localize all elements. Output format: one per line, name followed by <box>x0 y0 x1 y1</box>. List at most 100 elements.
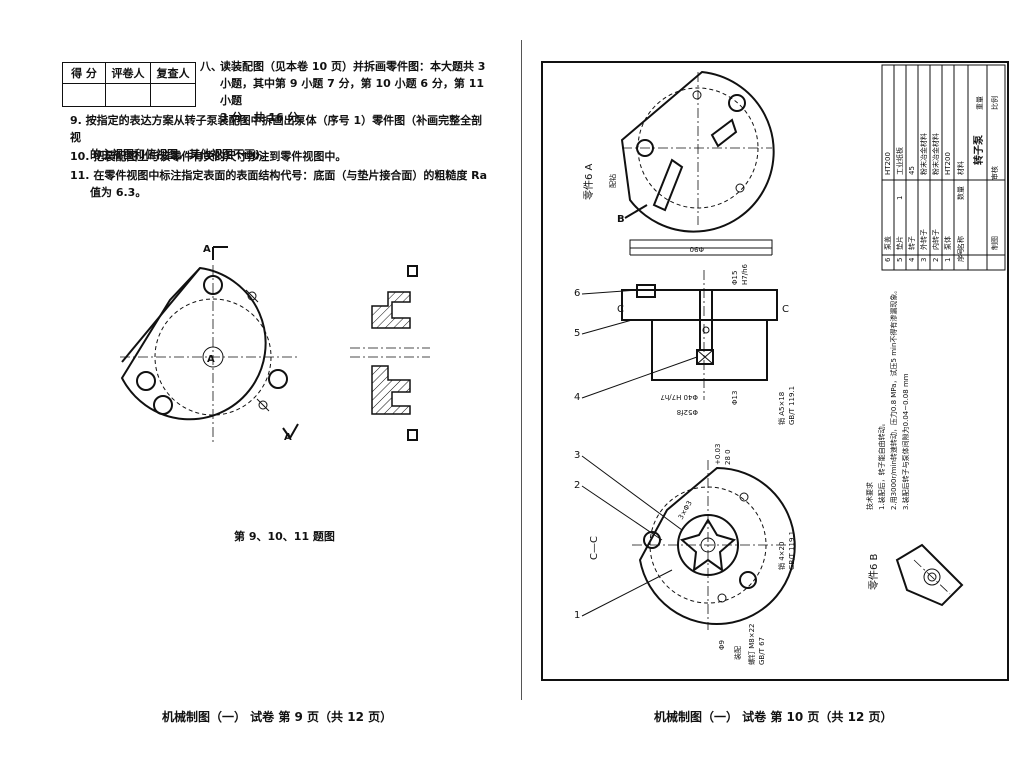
hole-left <box>136 371 156 391</box>
section-label-top: A <box>203 244 211 255</box>
leader-5: 5 <box>574 328 580 339</box>
section-8-instructions: 八、 读装配图（见本卷 10 页）并拆画零件图：本大题共 3 小题，其中第 9 … <box>200 58 490 126</box>
section-c-left: C <box>617 304 624 315</box>
question-10-line1: 10. 把装配图上与该零件有关的尺寸抄注到零件视图中。 <box>70 150 347 163</box>
page-divider <box>521 40 522 700</box>
section-cc-view: C—C +0.03 28 0 3×Φ3 销 4×20 GB/T 119.1 螺钉… <box>589 444 796 665</box>
hole-top <box>203 275 223 295</box>
callout-bolt-std: GB/T 67 <box>758 637 766 665</box>
leader-1: 1 <box>574 610 580 621</box>
dim-d15: Φ15 <box>731 271 739 285</box>
callout-pin1: 销 A5×18 <box>777 392 786 425</box>
question-9-line1: 9. 按指定的表达方案从转子泵装配图中拆画出泵体（序号 1）零件图（补画完整全剖… <box>70 114 483 144</box>
parts-row-6-no: 6 <box>884 257 892 262</box>
parts-header-mat: 材料 <box>956 161 965 175</box>
parts-row-1-no: 1 <box>944 258 952 262</box>
right-page: 6 5 4 3 2 1 序号 泵盖 垫片 转子 外转子 内转子 泵体 名称 HT… <box>522 0 1024 780</box>
leader-2: 2 <box>574 480 580 491</box>
section-upper <box>371 291 411 329</box>
parts-row-2-name: 内转子 <box>931 229 940 250</box>
dim-d15-fit: H7/h6 <box>741 263 749 285</box>
section-cc-label: C—C <box>589 536 600 560</box>
assembly-drawing: 6 5 4 3 2 1 序号 泵盖 垫片 转子 外转子 内转子 泵体 名称 HT… <box>541 61 1009 681</box>
parts-row-6-qty: 1 <box>896 196 904 200</box>
section-c-right: C <box>782 304 789 315</box>
title-block-weight: 重量 <box>976 96 984 110</box>
drawing-frame <box>541 61 1009 681</box>
parts-row-2-mat: 粉末冶金材料 <box>931 133 940 175</box>
parts-list: 6 5 4 3 2 1 序号 泵盖 垫片 转子 外转子 内转子 泵体 名称 HT… <box>881 64 1006 271</box>
figure-caption: 第 9、10、11 题图 <box>234 530 335 543</box>
section-8-number: 八、 <box>200 60 222 73</box>
score-table: 得 分 评卷人 复查人 <box>62 62 196 107</box>
top-view-label: 零件6 A <box>583 163 595 200</box>
main-section-view: Φ90 Φ15 H7/h6 Φ40 H7/h7 Φ52f8 Φ13 销 A5×1… <box>617 239 796 425</box>
question-11-line2: 值为 6.3。 <box>90 186 147 199</box>
parts-row-2-no: 2 <box>932 258 940 262</box>
callout-bolt: 螺钉 M8×22 <box>747 624 756 666</box>
view-b-label: 零件6 B <box>868 553 880 590</box>
tech-req-line3: 3.装配后转子与泵体间隙为0.04~0.08 mm <box>901 373 910 510</box>
dim-d40: Φ40 H7/h7 <box>660 393 698 401</box>
parts-row-6-name: 泵盖 <box>883 236 892 250</box>
leader-3: 3 <box>574 450 580 461</box>
title-block-checked: 审核 <box>990 166 999 180</box>
parts-row-1-name: 泵体 <box>943 236 952 250</box>
center-label: A <box>207 354 215 365</box>
pump-body-figure: A A A <box>120 244 430 445</box>
dim-d13: Φ13 <box>731 391 739 405</box>
parts-row-4-no: 4 <box>908 257 916 262</box>
parts-row-6-mat: HT200 <box>884 152 892 175</box>
dim-d52: Φ52f8 <box>677 408 698 416</box>
view-b: 零件6 B <box>868 543 964 607</box>
hole-right <box>268 369 288 389</box>
hole-lower-left <box>153 395 173 415</box>
parts-row-5-name: 垫片 <box>895 236 904 250</box>
section-lower <box>371 365 411 415</box>
dim-3xd3: 3×Φ3 <box>677 499 694 521</box>
technical-requirements: 技术要求 1.装配后，转子能自由转动。 2.用3000r/min转速转动，压力0… <box>865 287 910 510</box>
parts-row-5-mat: 工业纸板 <box>895 147 904 175</box>
score-cell-grader[interactable] <box>105 83 151 107</box>
question-9-line2: 的主视图和俯视图，其他视图不画)。 <box>90 148 272 161</box>
callout-pin2-std: GB/T 119.1 <box>788 531 796 570</box>
pump-body-outline <box>120 266 267 421</box>
top-view: 零件6 A B 配钻 <box>583 70 775 233</box>
parts-header-name: 名称 <box>956 236 965 250</box>
section-8-line3: 3 分，共 16 分。 <box>220 111 310 124</box>
parts-row-1-mat: HT200 <box>944 152 952 175</box>
tech-req-title: 技术要求 <box>865 482 874 510</box>
question-9: 9. 按指定的表达方案从转子泵装配图中拆画出泵体（序号 1）零件图（补画完整全剖… <box>70 112 490 163</box>
parts-row-3-name: 外转子 <box>919 229 928 250</box>
dim-tol-nom: 28 0 <box>724 449 732 465</box>
parts-header-no: 序号 <box>956 248 965 262</box>
title-block-scale: 比例 <box>990 96 999 110</box>
parts-header-qty: 数量 <box>956 186 965 200</box>
title-block-name: 转子泵 <box>972 134 985 165</box>
parts-row-4-name: 转子 <box>907 236 916 250</box>
parts-row-5-no: 5 <box>896 258 904 262</box>
left-footer: 机械制图（一） 试卷 第 9 页（共 12 页） <box>162 710 393 724</box>
tech-req-line2: 2.用3000r/min转速转动，压力0.8 MPa，试压5 min不得有渗漏现… <box>889 287 898 510</box>
parts-row-3-mat: 粉末冶金材料 <box>919 133 928 175</box>
dim-d90: Φ90 <box>690 245 704 253</box>
section-8-line2: 小题，其中第 9 小题 7 分，第 10 小题 6 分，第 11 小题 <box>220 77 485 107</box>
leader-4: 4 <box>574 392 580 403</box>
parts-row-4-mat: 45 <box>908 166 916 175</box>
dim-tol-plus: +0.03 <box>714 444 722 465</box>
parts-row-3-no: 3 <box>920 258 928 262</box>
callout-pin1-std: GB/T 119.1 <box>788 386 796 425</box>
tech-req-line1: 1.装配后，转子能自由转动。 <box>877 419 886 510</box>
callout-pin2: 销 4×20 <box>777 542 786 570</box>
question-11: 11. 在零件视图中标注指定表面的表面结构代号：底面（与垫片接合面）的粗糙度 R… <box>70 167 490 201</box>
drill-note: 配钻 <box>608 174 617 188</box>
right-footer: 机械制图（一） 试卷 第 10 页（共 12 页） <box>654 710 893 724</box>
left-page: 得 分 评卷人 复查人 八、 读装配图（见本卷 10 页）并拆画零件图：本大题共… <box>62 58 490 724</box>
score-cell-score[interactable] <box>62 83 106 107</box>
title-block-drawn: 制图 <box>990 236 999 250</box>
question-10: 10. 把装配图上与该零件有关的尺寸抄注到零件视图中。 <box>70 148 490 165</box>
leader-6: 6 <box>574 288 580 299</box>
score-cell-reviewer[interactable] <box>150 83 196 107</box>
dim-d9: Φ9 <box>718 640 726 650</box>
callout-assy: 装配 <box>733 646 742 660</box>
